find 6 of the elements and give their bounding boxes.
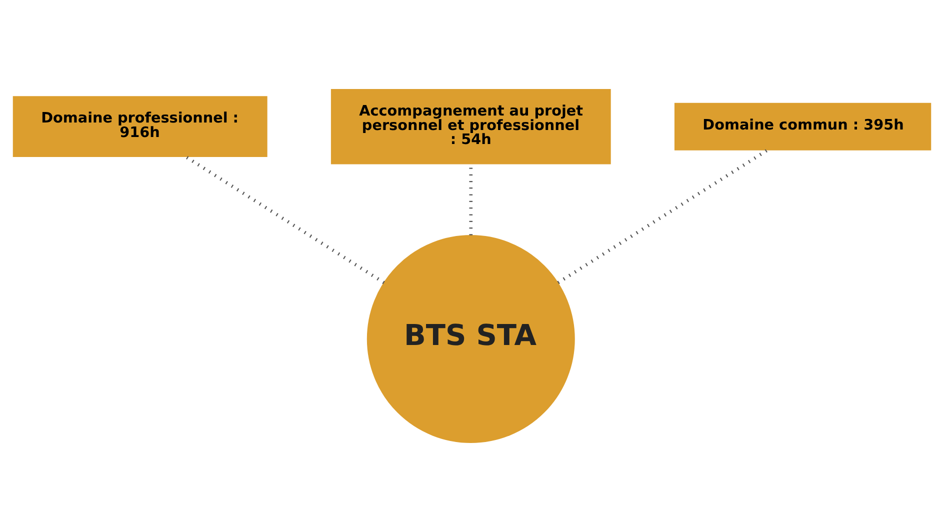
connector: [184, 154, 384, 284]
connector: [556, 148, 768, 284]
node-circle: BTS STA: [366, 234, 574, 443]
node-box: Domaine professionnel : 916h: [12, 96, 267, 157]
node-box: Accompagnement au projet personnel et professionnel : 54h: [330, 88, 610, 164]
node-box: Domaine commun : 395h: [674, 102, 931, 150]
